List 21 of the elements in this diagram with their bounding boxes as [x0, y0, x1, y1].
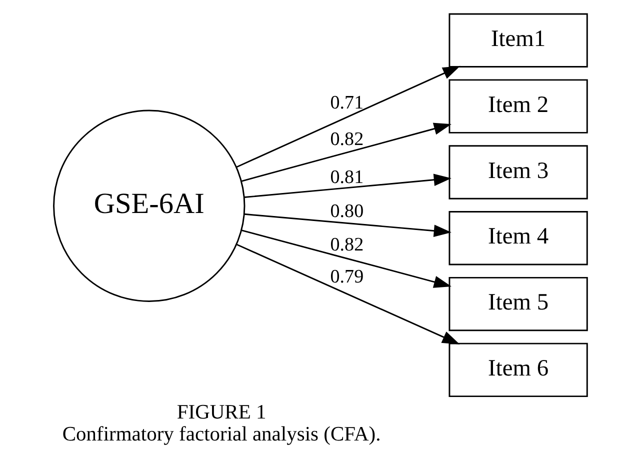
- arrow: [241, 122, 452, 182]
- edge-label: 0.82: [330, 234, 364, 256]
- arrow: [244, 174, 452, 198]
- arrow: [236, 66, 460, 168]
- edge-label: 0.79: [330, 266, 364, 288]
- edge-label: 0.82: [330, 128, 364, 150]
- caption: Confirmatory factorial analysis (CFA).: [62, 424, 381, 446]
- node-box: Item 3: [448, 145, 588, 200]
- arrow: [241, 230, 452, 288]
- diagram-title: FIGURE 1: [176, 402, 266, 424]
- node-box: Item 6: [448, 342, 588, 398]
- edge-label: 0.71: [330, 92, 364, 114]
- node-box: Item1: [448, 13, 588, 68]
- arrow: [244, 213, 452, 237]
- arrow: [236, 244, 460, 344]
- edge-label: 0.81: [330, 167, 364, 188]
- node-box: Item 2: [448, 79, 588, 134]
- node-box: Item 4: [448, 211, 588, 266]
- node-circle: GSE-6AI: [53, 110, 246, 302]
- edge-label: 0.80: [330, 200, 364, 222]
- node-box: Item 5: [448, 276, 588, 332]
